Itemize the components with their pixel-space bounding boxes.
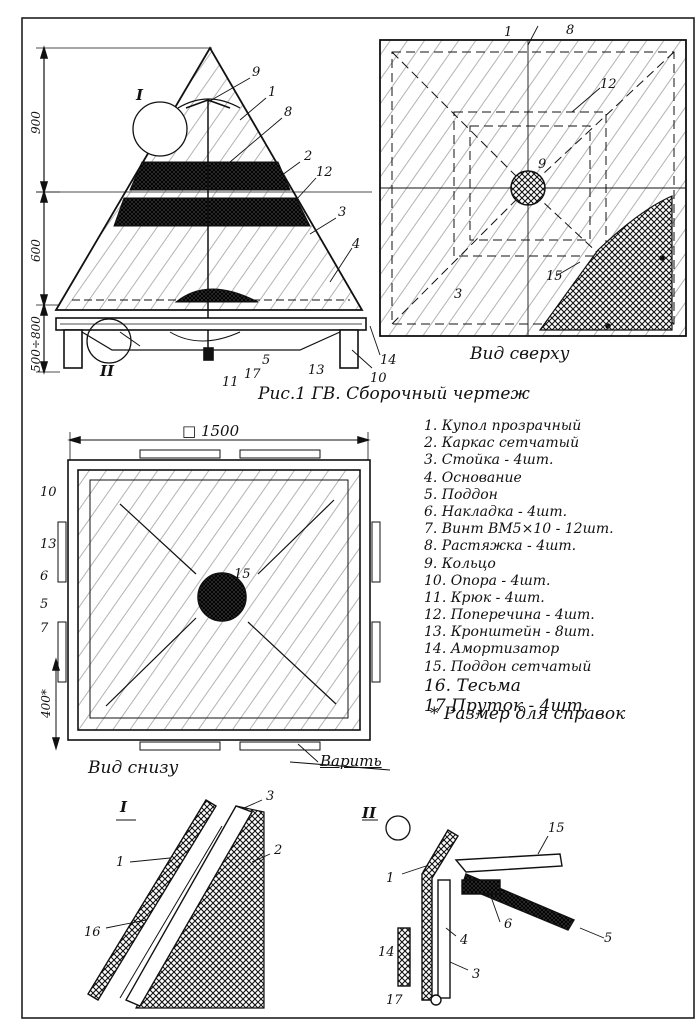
callout-3: 3 [338,205,347,220]
detII-callout-1: 1 [386,871,395,886]
detII-callout-14: 14 [378,945,395,960]
detail-II-title: II [362,804,377,822]
legend-item: 11. Крюк - 4шт. [424,589,545,606]
legend-item: 12. Поперечина - 4шт. [424,607,595,624]
callout-10: 10 [370,371,387,386]
callout-2: 2 [304,149,313,164]
dim-h2: 600 [29,239,43,262]
top-callout-15: 15 [546,269,563,284]
front-view [36,45,381,375]
top-callout-9: 9 [538,157,547,172]
legend-item: 7. Винт ВМ5×10 - 12шт. [424,521,614,538]
detI-callout-2: 2 [274,843,283,858]
view-top-label: Вид сверху [470,344,570,364]
detI-callout-16: 16 [84,925,101,940]
detII-callout-6: 6 [504,917,513,932]
callout-13: 13 [308,363,325,378]
detII-callout-3: 3 [472,967,481,982]
bottom-callout-5: 5 [40,597,49,612]
bottom-callout-6: 6 [40,569,49,584]
detII-callout-17: 17 [386,993,403,1008]
legend-item: 10. Опора - 4шт. [424,572,551,589]
callout-4: 4 [352,237,361,252]
bottom-callout-13: 13 [40,537,57,552]
legend-item: 4. Основание [424,469,522,486]
callout-8: 8 [284,105,293,120]
callout-14: 14 [380,353,397,368]
detII-callout-4: 4 [460,933,469,948]
legend-item: 2. Каркас сетчатый [424,435,580,452]
top-callout-12: 12 [600,77,617,92]
dim-width: □ 1500 [182,422,240,440]
figure-caption: Рис.1 ГВ. Сборочный чертеж [258,384,530,404]
detII-callout-15: 15 [548,821,565,836]
detail-I [87,799,271,1009]
callout-9: 9 [252,65,261,80]
legend-item: 1. Купол прозрачный [424,418,582,434]
callout-17: 17 [244,367,261,382]
sheet-frame [21,17,695,1019]
bottom-callout-10: 10 [40,485,57,500]
callout-12: 12 [316,165,333,180]
detail-I-marker: I [136,86,144,104]
bottom-callout-15: 15 [234,567,251,582]
top-callout-8: 8 [566,23,575,38]
detII-callout-5: 5 [604,931,613,946]
bottom-callout-7: 7 [40,621,49,636]
callout-5: 5 [262,353,271,368]
top-callout-3: 3 [454,287,463,302]
legend-item: 16. Тесьма [424,675,521,696]
legend-item: 9. Кольцо [424,555,496,572]
bottom-view [51,432,391,771]
legend-item: 15. Поддон сетчатый [424,658,592,675]
weld-note: Варить [320,752,382,770]
top-view [379,25,687,337]
detI-callout-1: 1 [116,855,125,870]
callout-1: 1 [268,85,277,100]
top-callout-1: 1 [504,25,513,40]
parts-legend: 1. Купол прозрачный 2. Каркас сетчатый 3… [424,418,694,716]
reference-note: * Размер для справок [430,704,626,724]
detail-I-title: I [120,798,128,816]
legend-item: 8. Растяжка - 4шт. [424,538,577,555]
legend-item: 14. Амортизатор [424,641,560,658]
legend-item: 17 Пруток - 4шт. [424,695,589,716]
dim-h1: 900 [29,111,43,134]
dim-h3: 500÷800 [29,316,43,372]
view-bottom-label: Вид снизу [88,758,179,778]
legend-item: 13. Кронштейн - 8шт. [424,624,595,641]
detail-II [362,815,605,1006]
detail-II-marker: II [100,362,115,380]
callout-11: 11 [222,375,239,390]
legend-item: 5. Поддон [424,486,498,503]
legend-item: 3. Стойка - 4шт. [424,452,554,469]
dim-side: 400* [39,689,53,718]
legend-item: 6. Накладка - 4шт. [424,503,568,520]
detI-callout-3: 3 [266,789,275,804]
